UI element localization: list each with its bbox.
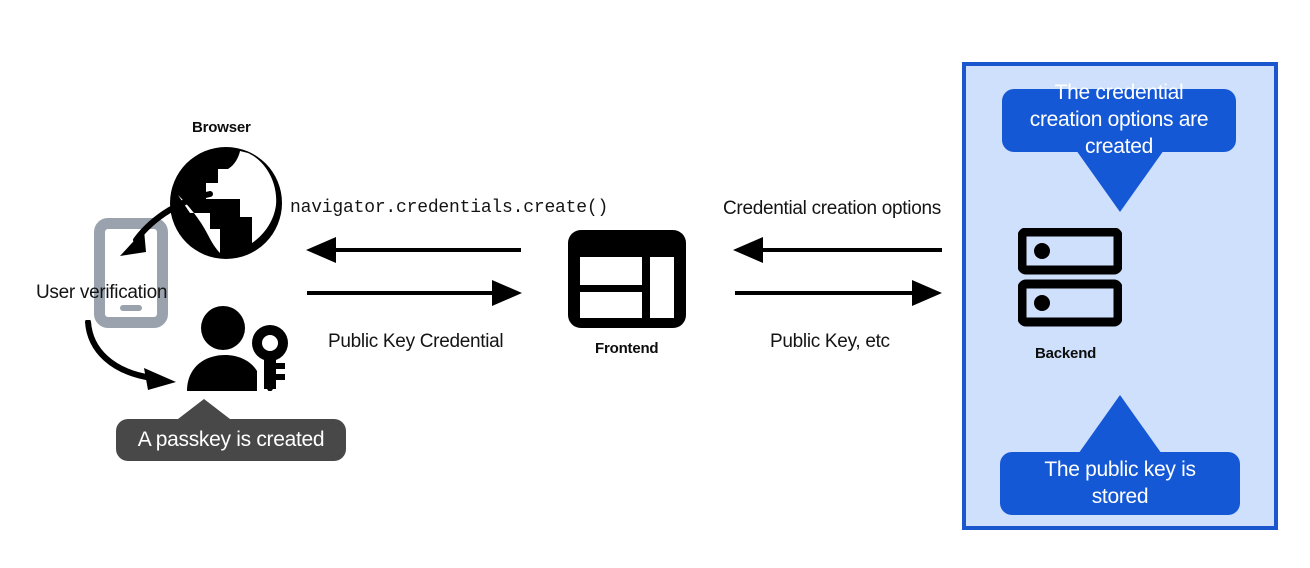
person-with-key-icon <box>185 305 295 391</box>
globe-icon <box>166 143 286 263</box>
arrow-label-public-key-etc: Public Key, etc <box>770 331 890 352</box>
backend-bottom-callout: The public key is stored <box>1000 452 1240 515</box>
frontend-label: Frontend <box>595 340 659 357</box>
frontend-icon <box>568 230 686 328</box>
backend-top-callout: The credential creation options are crea… <box>1002 81 1236 158</box>
browser-label: Browser <box>192 119 251 136</box>
backend-bottom-callout-tail <box>1076 395 1164 457</box>
passkey-callout: A passkey is created <box>116 419 346 461</box>
arrow-label-credential-creation-options: Credential creation options <box>723 198 941 219</box>
backend-top-callout-tail <box>1076 150 1164 212</box>
server-rack-icon <box>1018 228 1122 328</box>
arrow-label-public-key-credential: Public Key Credential <box>328 331 504 352</box>
user-verification-label: User verification <box>36 282 168 303</box>
backend-label: Backend <box>1035 345 1097 362</box>
arrow-browser-to-phone <box>106 186 216 266</box>
arrow-label-navigator-credentials-create: navigator.credentials.create() <box>290 198 609 218</box>
smartphone-icon <box>94 218 168 328</box>
arrow-phone-to-user <box>80 320 210 400</box>
passkey-callout-tail <box>178 399 230 419</box>
